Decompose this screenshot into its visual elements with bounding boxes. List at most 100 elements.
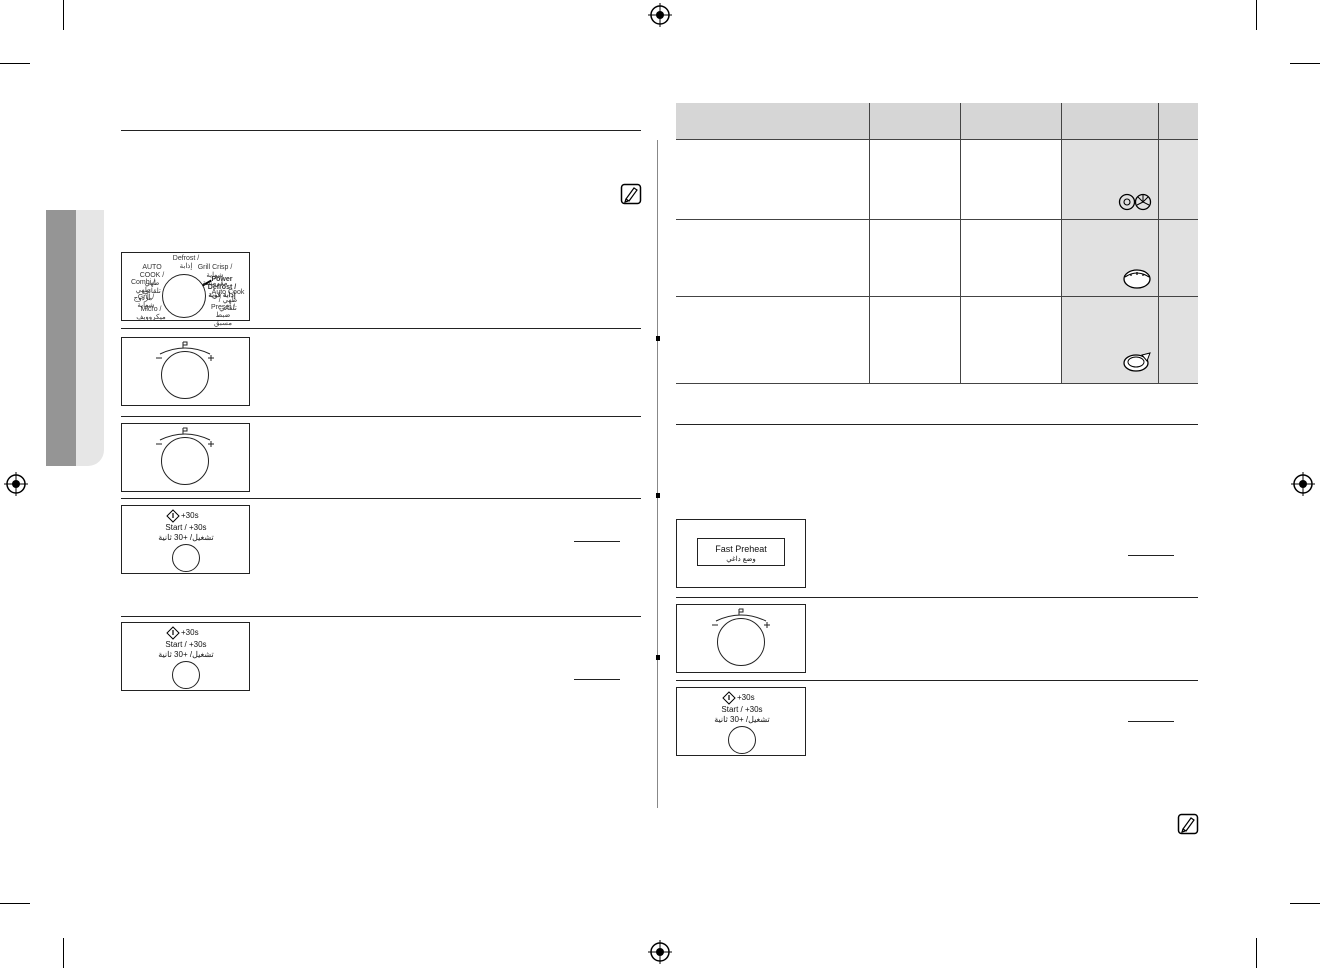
table-header-cell [676,103,869,140]
start-button-panel: +30s Start / +30s تشغيل/ +30 ثانية [121,505,250,574]
table-cell [959,219,1061,297]
registration-mark-icon [4,472,28,496]
crop-mark [63,0,64,30]
table-cell-icon [1060,296,1158,384]
selection-knob-panel [676,604,806,673]
step-rule [121,328,641,329]
table-cell [1157,139,1198,220]
selection-knob[interactable] [161,351,209,399]
divider-marker [656,336,660,341]
table-header-cell [1157,103,1198,140]
start-icon-text: +30s [737,693,755,702]
section-rule [676,424,1198,425]
display-window: Fast Preheat وضع داغي [697,538,785,566]
table-cell [676,296,869,384]
note-icon [620,183,642,205]
crop-mark [63,938,64,968]
underline-mark [574,679,620,680]
knob-arc-icon [156,427,214,447]
fast-preheat-panel: Fast Preheat وضع داغي [676,519,806,588]
table-cell-icon [1060,139,1158,220]
dial-label-bottom-left: Micro / ميكروويف [136,306,166,321]
table-cell [868,296,960,384]
crop-mark [1290,63,1320,64]
start-button[interactable] [172,544,200,572]
start-label-en: Start / +30s [165,523,207,532]
program-table [676,103,1198,384]
step-rule [676,597,1198,598]
start-diamond-icon [722,691,736,705]
underline-mark [1128,721,1174,722]
dial-label-lower-left: Grill / شواية [137,294,155,309]
dial-label-left-mid: Combi / طهي مزدوج [130,279,156,302]
start-icon-text: +30s [181,511,199,520]
start-button[interactable] [728,726,756,754]
table-cell [1157,219,1198,297]
table-cell [868,139,960,220]
underline-mark [574,541,620,542]
step-rule [121,498,641,499]
table-header-cell [1060,103,1158,140]
table-header-cell [868,103,960,140]
crop-mark [1290,903,1320,904]
column-divider [657,140,658,808]
dial-label-lower-right: Preset / ضبط مسبق [210,304,236,327]
section-rule [121,130,641,131]
table-header-cell [959,103,1061,140]
start-label-en: Start / +30s [165,640,207,649]
divider-marker [656,493,660,498]
table-cell [959,296,1061,384]
start-label-en: Start / +30s [721,705,763,714]
crop-mark [0,903,30,904]
note-icon [1177,813,1199,835]
start-button-panel: +30s Start / +30s تشغيل/ +30 ثانية [676,687,806,756]
step-rule [121,616,641,617]
start-diamond-icon [166,626,180,640]
table-header-row [676,103,1198,140]
pizza-icon [1122,351,1151,372]
table-cell [676,139,869,220]
dial-label-top: Defrost / إذابة [172,255,200,270]
grill-convection-icon [1118,193,1151,210]
underline-mark [1128,555,1174,556]
crop-mark [1256,938,1257,968]
table-cell [676,219,869,297]
table-row [676,139,1198,220]
table-cell [959,139,1061,220]
step-rule [676,680,1198,681]
dial-label-right-bold: Power Defrost / إذابة قوية [207,276,237,299]
roast-dish-icon [1122,268,1151,289]
start-label-ar: تشغيل/ +30 ثانية [714,715,770,724]
selection-knob[interactable] [717,618,765,666]
start-label-ar: تشغيل/ +30 ثانية [158,650,214,659]
step-rule [121,416,641,417]
start-button[interactable] [172,661,200,689]
table-cell-icon [1060,219,1158,297]
mode-dial-knob[interactable] [162,274,206,318]
table-row [676,219,1198,297]
fast-preheat-label-ar: وضع داغي [726,556,756,563]
selection-knob-panel [121,423,250,492]
mode-dial-panel: Defrost / إذابة AUTO COOK / طهي تلقائي G… [121,252,250,327]
selection-knob-panel [121,337,250,406]
registration-mark-icon [1291,472,1315,496]
start-diamond-icon [166,509,180,523]
divider-marker [656,655,660,660]
dial-label-upper-left: AUTO COOK / طهي تلقائي [139,264,165,295]
dial-label-right-mid: Auto Cook / طهي تلقائي [211,289,245,312]
registration-mark-icon [648,3,672,27]
dial-label-upper-right: Grill Crisp / شواية مقرمشة [197,264,233,287]
table-row [676,296,1198,384]
side-tab-light [76,210,104,466]
registration-mark-icon [648,940,672,964]
start-button-panel: +30s Start / +30s تشغيل/ +30 ثانية [121,622,250,691]
start-label-ar: تشغيل/ +30 ثانية [158,533,214,542]
knob-arc-icon [712,608,770,628]
table-cell [1157,296,1198,384]
knob-arc-icon [156,341,214,361]
table-cell [868,219,960,297]
start-icon-text: +30s [181,628,199,637]
crop-mark [0,63,30,64]
fast-preheat-label: Fast Preheat [715,544,767,554]
selection-knob[interactable] [161,437,209,485]
